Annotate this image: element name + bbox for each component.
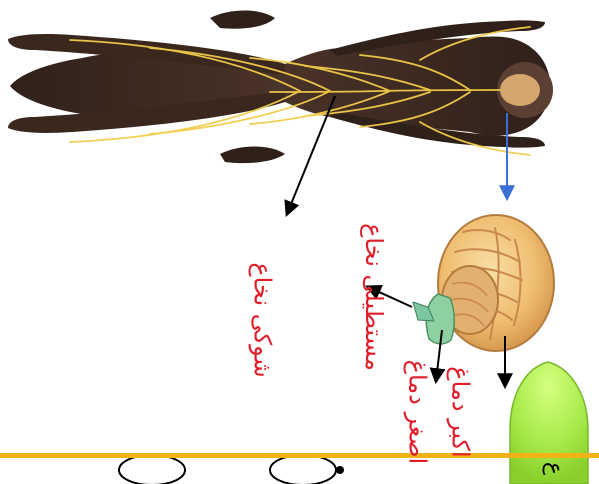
bottom-line — [0, 453, 599, 458]
label-cerebrum: اکبر دماغ — [449, 366, 473, 457]
hand-upper — [210, 11, 275, 29]
label-cerebellum: اصغر دماغ — [405, 360, 429, 465]
head-brain — [500, 74, 540, 106]
corner-glyph-icon: ع — [542, 462, 567, 475]
label-medulla: مستطیلی نخاع — [362, 223, 386, 371]
label-spinal-cord: شوکی نخاع — [251, 262, 275, 377]
bottom-circle-left — [119, 455, 185, 484]
hand-lower — [220, 147, 285, 164]
brain-illustration — [413, 215, 554, 351]
human-body-figure — [8, 11, 553, 164]
arrow-spinal — [287, 96, 335, 214]
bottom-circle-right — [270, 455, 336, 484]
bottom-accent-dot — [336, 466, 344, 474]
